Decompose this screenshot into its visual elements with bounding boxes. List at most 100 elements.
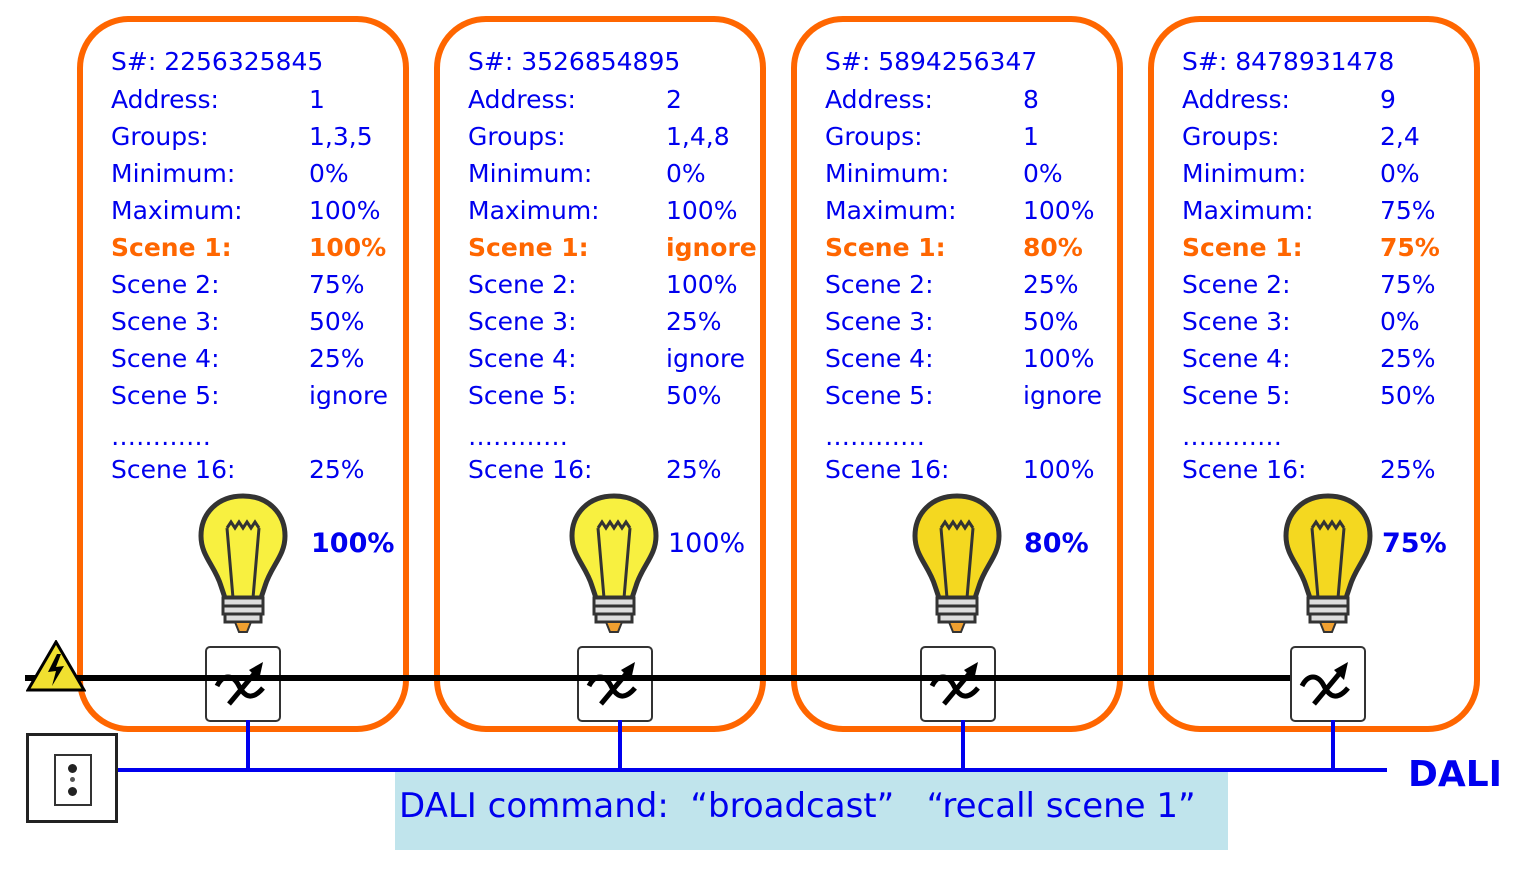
minimum-label: Minimum: (111, 159, 236, 188)
address-label: Address: (468, 85, 576, 114)
scene2-label: Scene 2: (1182, 270, 1291, 299)
address-label: Address: (1182, 85, 1290, 114)
scene5-label: Scene 5: (1182, 381, 1291, 410)
dali-controller[interactable] (26, 733, 118, 823)
dots-label: ………… (111, 422, 211, 451)
dots-label: ………… (825, 422, 925, 451)
groups-value: 1,4,8 (666, 122, 730, 151)
dimmer-ballast[interactable] (1290, 646, 1366, 722)
scene5-value: 50% (1380, 381, 1436, 410)
scene4-value: 25% (309, 344, 365, 373)
address-label: Address: (825, 85, 933, 114)
scene1-value: 80% (1023, 233, 1083, 262)
dali-bus-line (115, 768, 1387, 772)
address-value: 2 (666, 85, 682, 114)
scene3-label: Scene 3: (111, 307, 220, 336)
minimum-value: 0% (309, 159, 349, 188)
dali-drop-line (961, 720, 965, 772)
scene16-value: 25% (309, 455, 365, 484)
groups-value: 1,3,5 (309, 122, 373, 151)
scene16-label: Scene 16: (1182, 455, 1307, 484)
address-label: Address: (111, 85, 219, 114)
command-banner: DALI command: “broadcast” “recall scene … (395, 772, 1228, 850)
scene3-label: Scene 3: (1182, 307, 1291, 336)
scene1-value: ignore (666, 233, 757, 262)
maximum-label: Maximum: (1182, 196, 1314, 225)
dots-label: ………… (468, 422, 568, 451)
scene16-label: Scene 16: (468, 455, 593, 484)
scene16-value: 25% (666, 455, 722, 484)
maximum-label: Maximum: (825, 196, 957, 225)
minimum-label: Minimum: (468, 159, 593, 188)
scene5-value: ignore (1023, 381, 1103, 410)
maximum-value: 100% (309, 196, 381, 225)
dimmer-icon (929, 662, 980, 706)
maximum-value: 100% (1023, 196, 1095, 225)
scene3-value: 50% (309, 307, 365, 336)
scene5-label: Scene 5: (111, 381, 220, 410)
groups-value: 2,4 (1380, 122, 1420, 151)
dali-bus-label: DALI (1408, 754, 1503, 795)
address-value: 8 (1023, 85, 1039, 114)
groups-value: 1 (1023, 122, 1039, 151)
scene16-value: 100% (1023, 455, 1095, 484)
light-level: 80% (1024, 528, 1089, 559)
maximum-value: 75% (1380, 196, 1436, 225)
scene5-label: Scene 5: (825, 381, 934, 410)
device-card (77, 16, 409, 732)
serial-label: S#: 2256325845 (111, 47, 324, 76)
scene5-value: ignore (309, 381, 389, 410)
scene3-value: 25% (666, 307, 722, 336)
scene1-label: Scene 1: (1182, 233, 1303, 262)
scene4-label: Scene 4: (468, 344, 577, 373)
scene4-value: ignore (666, 344, 746, 373)
controller-socket-icon (54, 754, 92, 806)
scene2-value: 75% (309, 270, 365, 299)
scene4-value: 25% (1380, 344, 1436, 373)
scene1-value: 100% (309, 233, 387, 262)
serial-label: S#: 5894256347 (825, 47, 1038, 76)
scene3-label: Scene 3: (468, 307, 577, 336)
minimum-value: 0% (1023, 159, 1063, 188)
light-bulb-icon (568, 492, 660, 638)
light-level: 75% (1382, 528, 1447, 559)
light-level: 100% (311, 528, 395, 559)
serial-value: 5894256347 (878, 47, 1038, 76)
groups-label: Groups: (468, 122, 566, 151)
dimmer-ballast[interactable] (577, 646, 653, 722)
groups-label: Groups: (825, 122, 923, 151)
scene2-value: 75% (1380, 270, 1436, 299)
light-bulb-icon (911, 492, 1003, 638)
serial-value: 8478931478 (1235, 47, 1395, 76)
light-level: 100% (668, 528, 746, 559)
scene2-value: 100% (666, 270, 738, 299)
scene2-label: Scene 2: (111, 270, 220, 299)
mains-line (25, 675, 1290, 681)
light-bulb-icon (197, 492, 289, 638)
scene1-label: Scene 1: (111, 233, 232, 262)
scene5-label: Scene 5: (468, 381, 577, 410)
groups-label: Groups: (1182, 122, 1280, 151)
serial-value: 2256325845 (164, 47, 324, 76)
serial-label: S#: 8478931478 (1182, 47, 1395, 76)
minimum-value: 0% (1380, 159, 1420, 188)
dots-label: ………… (1182, 422, 1282, 451)
scene4-label: Scene 4: (825, 344, 934, 373)
scene1-value: 75% (1380, 233, 1440, 262)
dimmer-ballast[interactable] (920, 646, 996, 722)
groups-label: Groups: (111, 122, 209, 151)
dimmer-icon (214, 662, 265, 706)
dimmer-icon (1299, 662, 1350, 706)
dimmer-ballast[interactable] (205, 646, 281, 722)
high-voltage-warning-icon (26, 640, 86, 692)
address-value: 1 (309, 85, 325, 114)
scene2-value: 25% (1023, 270, 1079, 299)
serial-value: 3526854895 (521, 47, 681, 76)
scene16-label: Scene 16: (825, 455, 950, 484)
scene2-label: Scene 2: (468, 270, 577, 299)
command-text: DALI command: “broadcast” “recall scene … (399, 786, 1196, 826)
maximum-label: Maximum: (468, 196, 600, 225)
scene4-label: Scene 4: (111, 344, 220, 373)
scene2-label: Scene 2: (825, 270, 934, 299)
minimum-value: 0% (666, 159, 706, 188)
